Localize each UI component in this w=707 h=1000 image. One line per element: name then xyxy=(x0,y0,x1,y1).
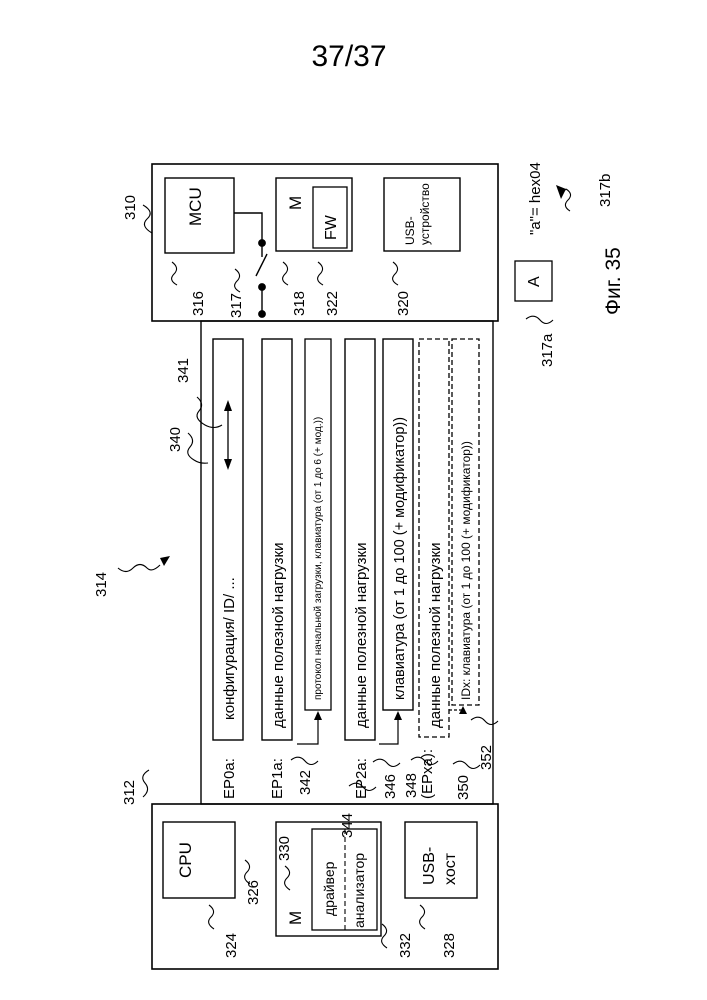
ref-312: 312 xyxy=(121,780,138,805)
usb-device-label-2: устройство xyxy=(418,183,432,245)
endpoint-ep1a: данные полезной нагрузки EP1a: протокол … xyxy=(262,339,331,799)
figure-caption: Фиг. 35 xyxy=(602,247,625,315)
cpu-block: CPU xyxy=(163,822,235,898)
ref-352: 352 xyxy=(478,745,495,770)
ref-348: 348 xyxy=(403,773,420,798)
ref-330: 330 xyxy=(276,836,293,861)
ref-314: 314 xyxy=(93,572,110,597)
firmware-label: FW xyxy=(323,214,340,240)
leader-314 xyxy=(118,556,170,572)
ref-342: 342 xyxy=(297,770,314,795)
ref-328: 328 xyxy=(441,933,458,958)
epxa-text: данные полезной нагрузки xyxy=(427,543,444,729)
key-a-label: A xyxy=(526,276,543,287)
bidirectional-arrow xyxy=(224,400,232,470)
hex-leader xyxy=(556,185,571,211)
driver-label: драйвер xyxy=(321,861,337,916)
ep2a-subtext: клавиатура (от 1 до 100 (+ модификатор)) xyxy=(392,417,408,700)
ref-346: 346 xyxy=(382,774,399,799)
mcu-block: MCU xyxy=(165,178,234,253)
analyzer-label: анализатор xyxy=(351,853,367,928)
ref-317a: 317a xyxy=(539,333,556,367)
ep2a-text: данные полезной нагрузки xyxy=(353,543,370,729)
device-memory-label: M xyxy=(286,196,305,210)
ref-318: 318 xyxy=(291,291,308,316)
ref-322: 322 xyxy=(324,291,341,316)
ep1a-label: EP1a: xyxy=(269,758,286,799)
page-number: 37/37 xyxy=(311,40,386,73)
hex-label: "a"= hex04 xyxy=(527,162,544,235)
mcu-label: MCU xyxy=(186,187,205,226)
endpoint-ep2a: данные полезной нагрузки EP2a: клавиатур… xyxy=(345,339,413,799)
device-leaders xyxy=(143,205,398,292)
ref-350: 350 xyxy=(455,775,472,800)
endpoint-epxa: данные полезной нагрузки (EPxa): IDx: кл… xyxy=(419,339,479,799)
usb-device-label-1: USB- xyxy=(403,216,417,245)
usb-host-label-1: USB- xyxy=(421,847,438,885)
cpu-label: CPU xyxy=(176,842,195,878)
endpoint-ep0a: конфигурация/ ID/ ... EP0a: xyxy=(213,339,243,799)
host-memory-label: M xyxy=(286,911,305,925)
epxa-subtext: IDx: клавиатура (от 1 до 100 (+ модифика… xyxy=(459,441,473,700)
ep0a-label: EP0a: xyxy=(221,758,238,799)
device-memory-block: M FW xyxy=(276,178,352,251)
ep1a-text: данные полезной нагрузки xyxy=(270,543,287,729)
ref-326: 326 xyxy=(245,880,262,905)
ref-317b: 317b xyxy=(597,174,614,207)
ref-324: 324 xyxy=(223,933,240,958)
ref-316: 316 xyxy=(190,291,207,316)
ref-340: 340 xyxy=(167,427,184,452)
usb-device-block: USB- устройство xyxy=(384,178,460,251)
ref-332: 332 xyxy=(397,933,414,958)
ref-341: 341 xyxy=(175,358,192,383)
ref-317: 317 xyxy=(228,293,245,318)
ep0a-text: конфигурация/ ID/ ... xyxy=(221,577,238,720)
ref-310: 310 xyxy=(122,195,139,220)
ref-344: 344 xyxy=(339,813,356,838)
ep1a-subtext: протокол начальной загрузки, клавиатура … xyxy=(313,417,324,700)
usb-host-label-2: хост xyxy=(442,852,459,885)
ep2a-label: EP2a: xyxy=(353,758,370,799)
epxa-label: (EPxa): xyxy=(419,749,436,799)
ref-320: 320 xyxy=(395,291,412,316)
usb-host-block: USB- хост xyxy=(405,822,477,898)
